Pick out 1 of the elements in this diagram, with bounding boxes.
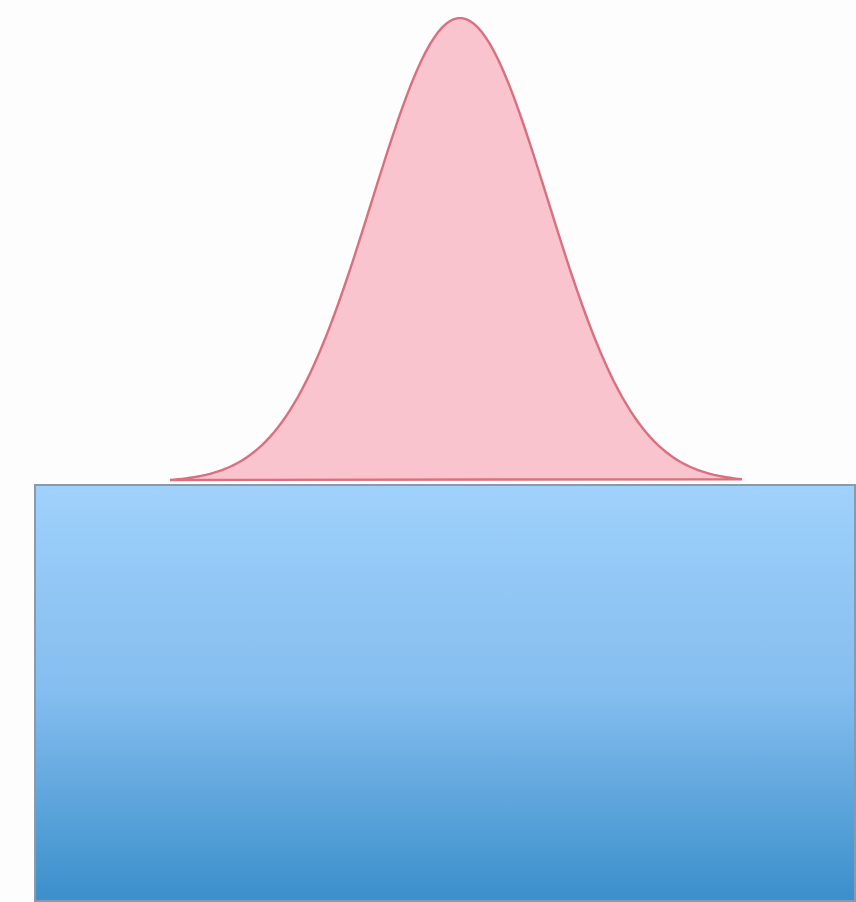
rectangle-block <box>34 484 856 902</box>
